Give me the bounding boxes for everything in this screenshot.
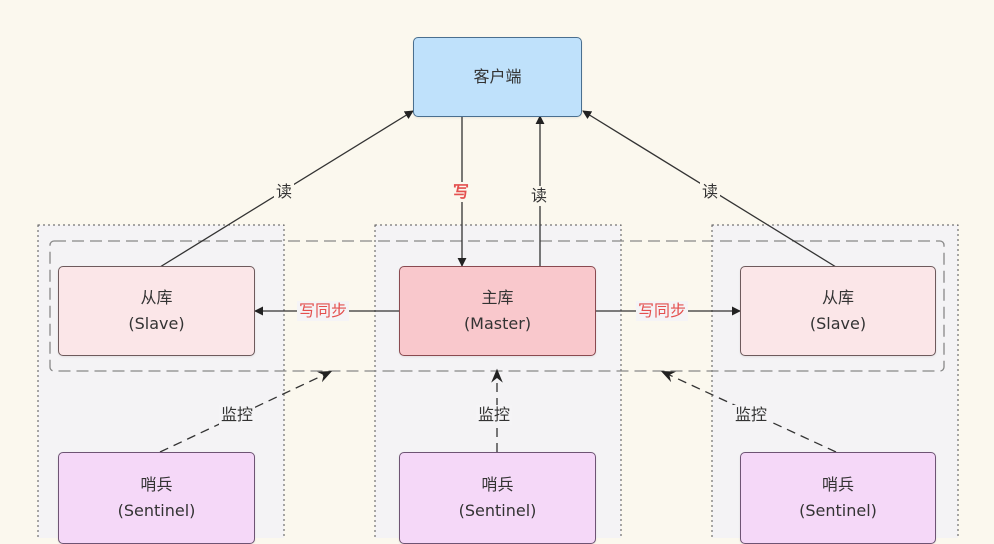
sentinel-node-center[interactable]: 哨兵 (Sentinel) (399, 452, 596, 544)
sync-label-right: 写同步 (636, 301, 689, 321)
sentinel-right-role: (Sentinel) (799, 501, 877, 520)
sentinel-left-name: 哨兵 (140, 475, 173, 494)
sentinel-node-left[interactable]: 哨兵 (Sentinel) (58, 452, 255, 544)
client-label: 客户端 (473, 67, 522, 86)
client-node[interactable]: 客户端 (413, 37, 582, 117)
monitor-label-center: 监控 (476, 405, 513, 425)
monitor-label-right: 监控 (733, 405, 770, 425)
slave-node-left[interactable]: 从库 (Slave) (58, 266, 255, 356)
slave-node-right[interactable]: 从库 (Slave) (740, 266, 936, 356)
master-name: 主库 (481, 288, 514, 307)
slave-left-role: (Slave) (128, 314, 185, 333)
master-node[interactable]: 主库 (Master) (399, 266, 596, 356)
read-label-master: 读 (529, 186, 550, 206)
read-label-right: 读 (700, 182, 721, 202)
slave-left-name: 从库 (140, 288, 173, 307)
sentinel-center-name: 哨兵 (481, 475, 514, 494)
master-role: (Master) (463, 314, 532, 333)
slave-right-name: 从库 (821, 288, 854, 307)
read-label-left: 读 (274, 182, 295, 202)
sentinel-center-role: (Sentinel) (458, 501, 537, 520)
write-label: 写 (451, 182, 472, 202)
monitor-label-left: 监控 (219, 405, 256, 425)
sentinel-node-right[interactable]: 哨兵 (Sentinel) (740, 452, 936, 544)
sentinel-right-name: 哨兵 (821, 475, 854, 494)
sync-label-left: 写同步 (297, 301, 350, 321)
slave-right-role: (Slave) (809, 314, 867, 333)
sentinel-left-role: (Sentinel) (117, 501, 196, 520)
